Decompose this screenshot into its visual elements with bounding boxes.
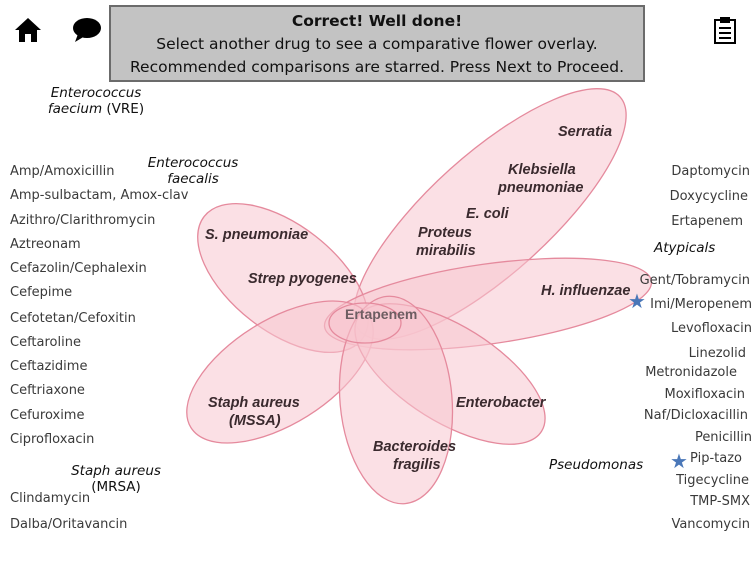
drug-cefepime[interactable]: Cefepime bbox=[10, 285, 73, 300]
label-mssa-line2: (MSSA) bbox=[229, 413, 281, 429]
organism-pseudomonas: Pseudomonas bbox=[549, 457, 644, 473]
organism-atypicals: Atypicals bbox=[654, 240, 716, 256]
drug-amp-amoxicillin[interactable]: Amp/Amoxicillin bbox=[10, 164, 115, 179]
organism-vre-species: faecium bbox=[47, 101, 103, 117]
drug-moxifloxacin[interactable]: Moxifloxacin bbox=[664, 387, 745, 402]
organism-vre-suffix: (VRE) bbox=[102, 101, 145, 117]
drug-ceftaroline[interactable]: Ceftaroline bbox=[10, 335, 81, 350]
label-klebsiella-line2: pneumoniae bbox=[498, 180, 584, 196]
label-h-influenzae: H. influenzae bbox=[541, 283, 631, 299]
label-ecoli: E. coli bbox=[466, 206, 509, 222]
banner-hint: Recommended comparisons are starred. Pre… bbox=[129, 58, 625, 76]
organism-faecalis-line2: faecalis bbox=[167, 171, 219, 187]
drug-pip-tazo[interactable]: Pip-tazo bbox=[690, 451, 742, 466]
drug-amp-sulbactam[interactable]: Amp-sulbactam, Amox-clav bbox=[10, 188, 189, 203]
label-proteus-line1: Proteus bbox=[418, 225, 472, 241]
organism-mrsa: Staph aureus (MRSA) bbox=[66, 463, 166, 495]
drug-imi-meropenem[interactable]: Imi/Meropenem bbox=[650, 297, 752, 312]
organism-faecalis: Enterococcus faecalis bbox=[143, 155, 243, 187]
drug-daptomycin[interactable]: Daptomycin bbox=[671, 164, 750, 179]
flower-center bbox=[328, 302, 402, 344]
label-bacteroides-line1: Bacteroides bbox=[373, 439, 457, 455]
drug-penicillin[interactable]: Penicillin bbox=[694, 430, 752, 445]
drug-aztreonam[interactable]: Aztreonam bbox=[10, 237, 81, 252]
clipboard-icon[interactable] bbox=[713, 16, 737, 44]
drug-vancomycin[interactable]: Vancomycin bbox=[671, 517, 750, 532]
home-icon[interactable] bbox=[14, 17, 42, 43]
drug-clindamycin[interactable]: Clindamycin bbox=[10, 491, 91, 506]
drug-tigecycline[interactable]: Tigecycline bbox=[676, 473, 749, 488]
label-strep-pyogenes: Strep pyogenes bbox=[248, 271, 357, 287]
drug-cefazolin-cephalexin[interactable]: Cefazolin/Cephalexin bbox=[10, 261, 147, 276]
organism-vre-line2: faecium (VRE) bbox=[46, 101, 146, 117]
petal-bacteroides bbox=[338, 295, 454, 505]
drug-ceftriaxone[interactable]: Ceftriaxone bbox=[10, 383, 85, 398]
organism-vre: Enterococcus faecium (VRE) bbox=[46, 85, 146, 117]
drug-ceftazidime[interactable]: Ceftazidime bbox=[10, 359, 88, 374]
organism-mrsa-line1: Staph aureus bbox=[71, 463, 161, 479]
label-klebsiella-line1: Klebsiella bbox=[508, 162, 576, 178]
feedback-banner: Correct! Well done! Select another drug … bbox=[109, 5, 645, 82]
label-bacteroides-line2: fragilis bbox=[393, 457, 441, 473]
drug-ertapenem[interactable]: Ertapenem bbox=[671, 214, 743, 229]
label-mssa-line1: Staph aureus bbox=[208, 395, 300, 411]
drug-doxycycline[interactable]: Doxycycline bbox=[669, 189, 748, 204]
drug-levofloxacin[interactable]: Levofloxacin bbox=[670, 321, 752, 336]
label-proteus-line2: mirabilis bbox=[416, 243, 476, 259]
drug-gent-tobramycin[interactable]: Gent/Tobramycin bbox=[639, 273, 750, 288]
speech-bubble-icon[interactable] bbox=[72, 17, 102, 43]
drug-metronidazole[interactable]: Metronidazole bbox=[645, 365, 737, 380]
label-s-pneumoniae: S. pneumoniae bbox=[205, 227, 309, 243]
organism-mrsa-line2: (MRSA) bbox=[91, 479, 141, 495]
drug-dalba-oritavancin[interactable]: Dalba/Oritavancin bbox=[10, 517, 128, 532]
organism-faecalis-line1: Enterococcus bbox=[147, 155, 239, 171]
drug-cefuroxime[interactable]: Cefuroxime bbox=[10, 408, 85, 423]
star-icon-pip-tazo: ★ bbox=[670, 449, 688, 473]
drug-ciprofloxacin[interactable]: Ciprofloxacin bbox=[10, 432, 95, 447]
drug-azithro-clarithromycin[interactable]: Azithro/Clarithromycin bbox=[10, 213, 156, 228]
drug-linezolid[interactable]: Linezolid bbox=[688, 346, 746, 361]
drug-cefotetan-cefoxitin[interactable]: Cefotetan/Cefoxitin bbox=[10, 311, 136, 326]
star-icon-imi-meropenem: ★ bbox=[628, 289, 646, 313]
flower-center-label: Ertapenem bbox=[345, 306, 418, 322]
label-enterobacter: Enterobacter bbox=[456, 395, 546, 411]
label-serratia: Serratia bbox=[558, 124, 613, 140]
drug-naf-dicloxacillin[interactable]: Naf/Dicloxacillin bbox=[643, 408, 748, 423]
banner-title: Correct! Well done! bbox=[291, 12, 463, 30]
organism-vre-line1: Enterococcus bbox=[50, 85, 142, 101]
drug-tmp-smx[interactable]: TMP-SMX bbox=[690, 494, 750, 509]
banner-instruction: Select another drug to see a comparative… bbox=[156, 35, 598, 53]
